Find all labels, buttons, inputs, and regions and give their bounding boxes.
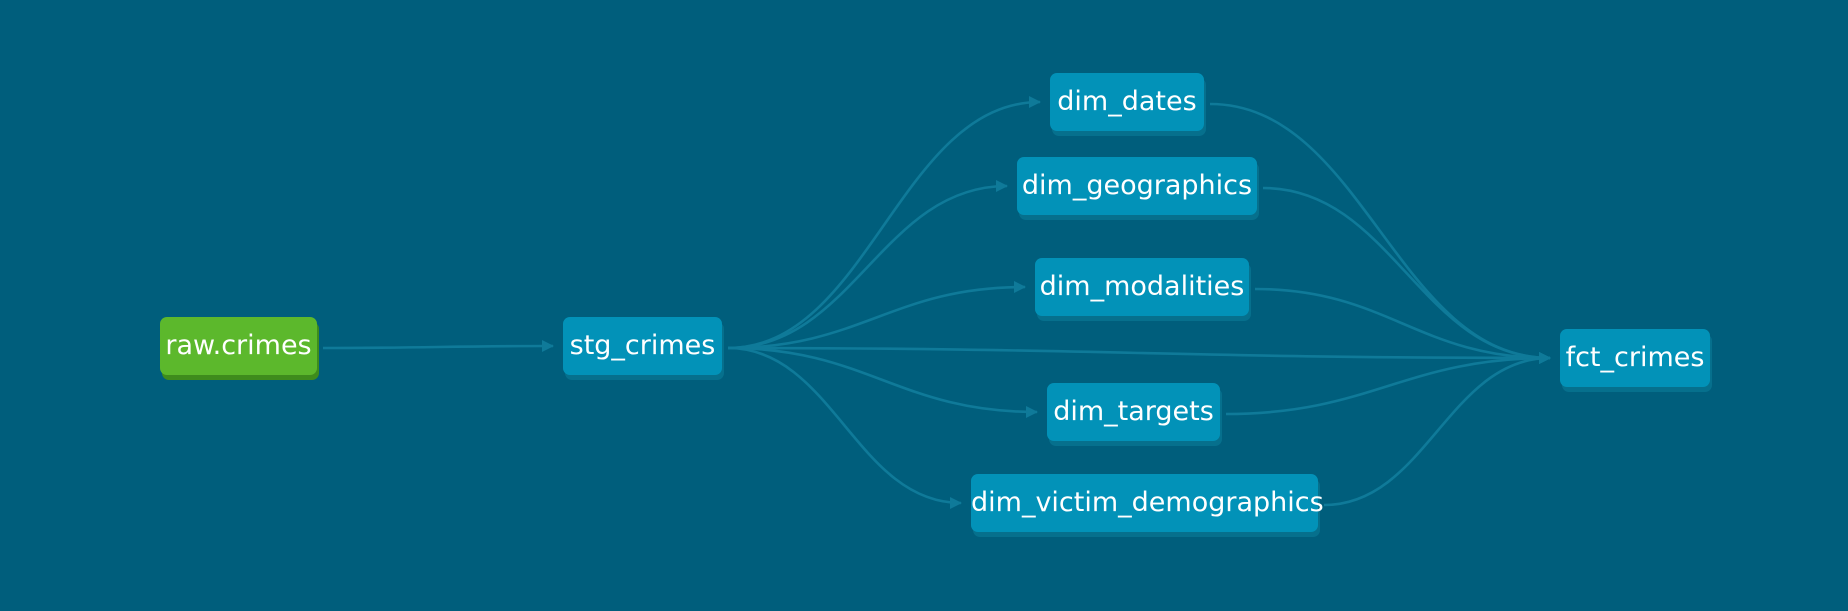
edge-stg_crimes-to-dim_targets — [727, 346, 1038, 414]
edge-dim_targets-to-fct_crimes — [1225, 356, 1551, 416]
arrowhead-dim_targets — [1026, 406, 1038, 418]
arrowhead-dim_modalities — [1014, 281, 1026, 293]
node-raw-crimes[interactable]: raw.crimes — [160, 317, 317, 375]
edge-stg_crimes-to-dim_modalities — [727, 285, 1026, 350]
node-stg-crimes[interactable]: stg_crimes — [563, 317, 722, 375]
arrowhead-dim_geographics — [996, 180, 1008, 192]
node-dim-dates[interactable]: dim_dates — [1050, 73, 1204, 131]
edge-raw_crimes-to-stg_crimes — [322, 344, 554, 350]
edge-dim_geographics-to-fct_crimes — [1262, 186, 1551, 360]
node-dim-victim-demographics[interactable]: dim_victim_demographics — [971, 474, 1324, 532]
arrowhead-stg_crimes — [542, 340, 554, 352]
arrowhead-fct_crimes — [1539, 352, 1551, 364]
edge-stg_crimes-to-fct_crimes — [727, 346, 1551, 360]
edge-stg_crimes-to-dim_victim_demographics — [727, 346, 962, 505]
node-dim-modalities[interactable]: dim_modalities — [1035, 258, 1249, 316]
arrowhead-dim_dates — [1029, 96, 1041, 108]
node-dim-geographics[interactable]: dim_geographics — [1017, 157, 1257, 215]
edge-dim_modalities-to-fct_crimes — [1254, 287, 1551, 360]
edge-dim_victim_demographics-to-fct_crimes — [1323, 356, 1551, 507]
node-dim-targets[interactable]: dim_targets — [1047, 383, 1220, 441]
edge-stg_crimes-to-dim_geographics — [727, 184, 1008, 350]
node-fct-crimes[interactable]: fct_crimes — [1560, 329, 1710, 387]
edge-stg_crimes-to-dim_dates — [727, 100, 1041, 350]
edge-dim_dates-to-fct_crimes — [1209, 102, 1551, 360]
arrowhead-dim_victim_demographics — [950, 497, 962, 509]
